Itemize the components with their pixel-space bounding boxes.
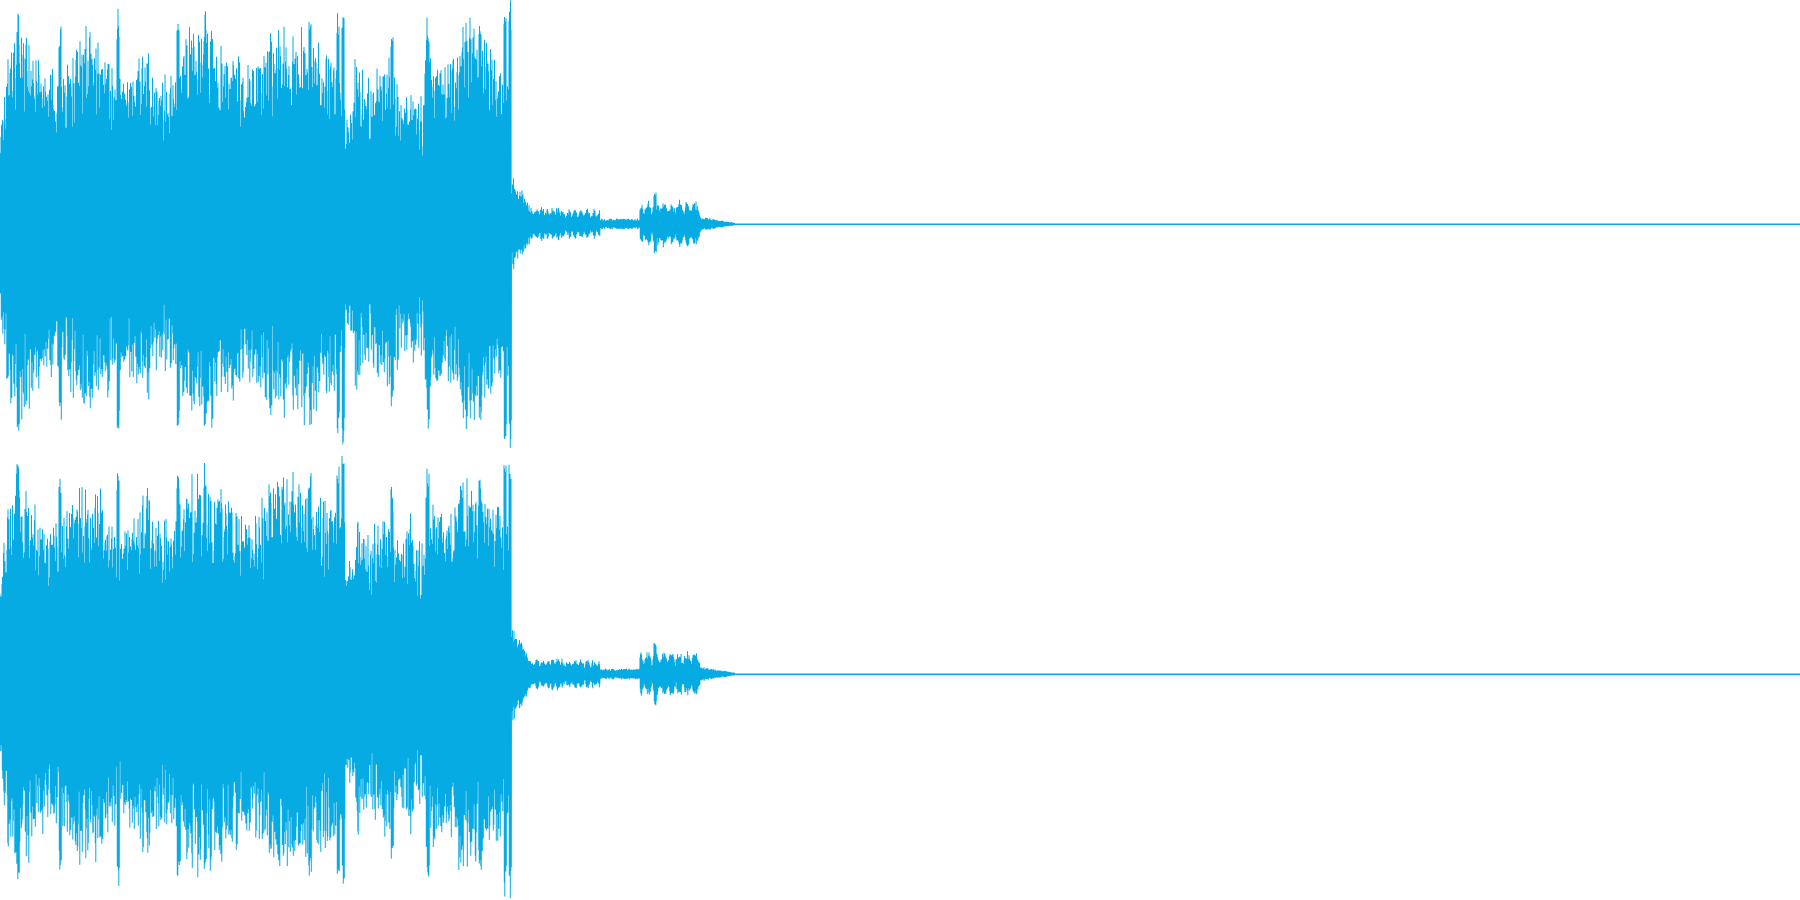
waveform-channel-left [0,0,1800,448]
waveform-channel-right [0,455,1800,899]
waveform-right-path [0,455,1800,899]
